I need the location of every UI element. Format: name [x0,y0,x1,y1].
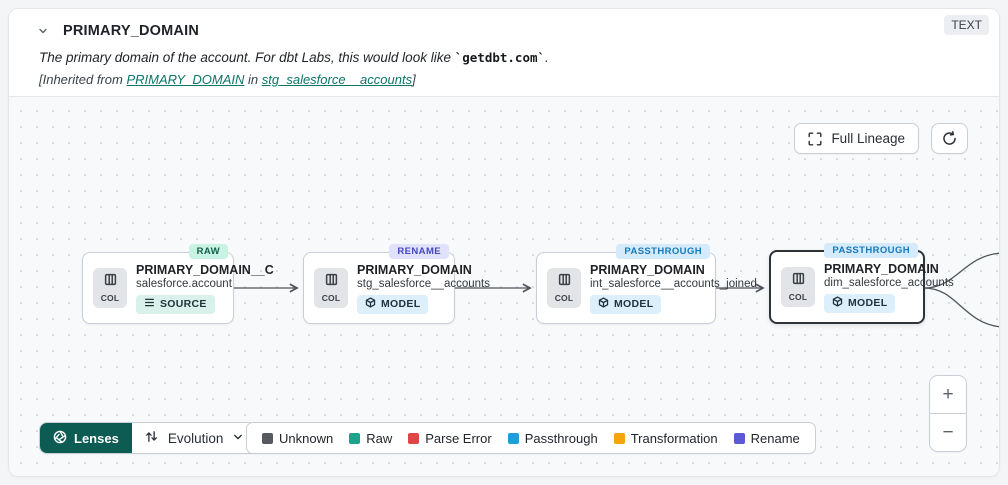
legend-label: Unknown [279,430,334,446]
col-label: COL [100,293,120,303]
node-kind-badge: MODEL [590,294,662,314]
node-subtitle: stg_salesforce__accounts [357,277,490,290]
column-icon [558,273,571,291]
description-text: The primary domain of the account. For d… [39,50,455,65]
evolution-legend: Unknown Raw Parse Error Passthrough Tran… [246,422,816,454]
legend-item: Rename [733,430,800,446]
data-type-badge: TEXT [944,15,989,35]
page-title: PRIMARY_DOMAIN [63,23,199,39]
node-title: PRIMARY_DOMAIN [590,262,705,277]
lens-aperture-icon [53,430,67,447]
inherited-prefix: [Inherited from [39,72,127,87]
column-lineage-panel: PRIMARY_DOMAIN TEXT The primary domain o… [8,8,1000,477]
zoom-controls: + − [929,375,967,452]
legend-item: Transformation [613,430,718,446]
lineage-node-staging[interactable]: RENAME COL PRIMARY_DOMAIN stg_salesforce… [303,244,490,324]
node-kind-label: SOURCE [160,298,207,310]
column-icon [325,273,338,291]
refresh-icon [941,130,958,147]
lenses-control: Lenses Evolution [39,422,258,454]
lineage-node-source[interactable]: RAW COL PRIMARY_DOMAIN__C salesforce.acc… [82,244,274,324]
source-icon [144,297,155,311]
evolution-icon [144,429,159,447]
canvas-toolbar: Full Lineage [794,123,968,154]
legend-swatch-rename [733,432,745,444]
legend-item: Raw [349,431,392,446]
lens-dropdown[interactable]: Evolution [131,423,257,453]
legend-swatch-unknown [262,432,273,444]
column-chip: COL [314,268,348,308]
node-title: PRIMARY_DOMAIN [824,261,939,276]
lineage-node-intermediate[interactable]: PASSTHROUGH COL PRIMARY_DOMAIN int_sales… [536,244,757,324]
refresh-button[interactable] [931,123,968,154]
lenses-button[interactable]: Lenses [40,423,132,453]
model-cube-icon [832,296,843,310]
legend-swatch-raw [349,432,361,444]
status-badge: PASSTHROUGH [616,244,710,259]
node-subtitle: salesforce.account [136,277,232,290]
model-cube-icon [598,297,609,311]
node-kind-badge: MODEL [824,293,896,313]
full-lineage-button[interactable]: Full Lineage [794,123,919,154]
column-chip: COL [781,267,815,307]
collapse-chevron-icon[interactable] [33,21,53,41]
column-chip: COL [547,268,581,308]
node-subtitle: dim_salesforce_accounts [824,276,954,289]
inherited-middle: in [244,72,262,87]
zoom-divider [930,413,966,414]
status-badge: RENAME [389,244,449,259]
lineage-canvas[interactable]: Full Lineage RAW COL PRIM [9,96,999,476]
node-kind-label: MODEL [614,298,654,310]
legend-item: Unknown [262,431,333,446]
inherited-suffix: ] [412,72,416,87]
col-label: COL [321,293,341,303]
node-kind-badge: MODEL [357,294,429,314]
model-cube-icon [365,297,376,311]
lenses-label: Lenses [74,430,119,446]
column-description: The primary domain of the account. For d… [39,50,985,65]
legend-label: Passthrough [524,430,598,446]
node-kind-badge: SOURCE [136,294,215,314]
column-header: PRIMARY_DOMAIN TEXT The primary domain o… [9,9,999,96]
lens-selected-value: Evolution [167,430,224,446]
node-kind-label: MODEL [848,297,888,309]
legend-label: Raw [366,430,393,446]
column-icon [104,273,117,291]
legend-label: Transformation [630,430,718,446]
node-title: PRIMARY_DOMAIN__C [136,262,274,277]
legend-label: Parse Error [425,430,492,446]
zoom-in-button[interactable]: + [930,376,966,413]
col-label: COL [554,293,574,303]
full-lineage-label: Full Lineage [831,131,905,146]
status-badge: RAW [188,244,228,259]
full-lineage-icon [808,132,822,146]
inherited-model-link[interactable]: stg_salesforce__accounts [261,72,413,87]
node-title: PRIMARY_DOMAIN [357,262,472,277]
legend-swatch-parse-error [408,432,420,444]
status-badge: PASSTHROUGH [824,243,918,258]
node-kind-label: MODEL [381,298,421,310]
chevron-down-icon [232,431,244,446]
col-label: COL [788,292,808,302]
description-code: `getdbt.com` [454,50,546,65]
lineage-node-dim-selected[interactable]: PASSTHROUGH COL PRIMARY_DOMAIN dim_sales… [769,243,954,324]
description-suffix: . [545,50,549,65]
legend-item: Parse Error [408,430,492,446]
node-subtitle: int_salesforce__accounts_joined [590,277,757,290]
column-icon [792,272,805,290]
legend-label: Rename [750,430,800,446]
inherited-column-link[interactable]: PRIMARY_DOMAIN [126,72,245,87]
column-chip: COL [93,268,127,308]
legend-swatch-transformation [613,432,625,444]
legend-swatch-passthrough [507,432,519,444]
zoom-out-button[interactable]: − [930,414,966,451]
inherited-from-line: [Inherited from PRIMARY_DOMAIN in stg_sa… [39,72,985,87]
legend-item: Passthrough [507,430,598,446]
